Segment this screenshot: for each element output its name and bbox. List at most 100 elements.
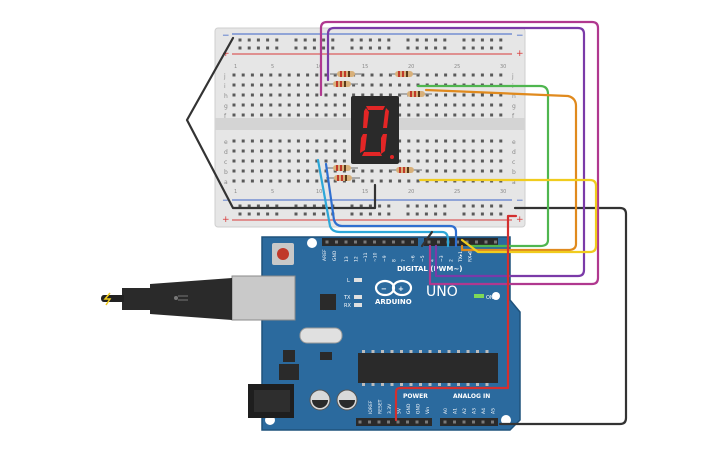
- breadboard-hole[interactable]: [425, 139, 429, 143]
- breadboard-hole[interactable]: [499, 159, 503, 163]
- header-pin[interactable]: [437, 240, 440, 244]
- breadboard-hole[interactable]: [306, 83, 310, 87]
- breadboard-hole[interactable]: [406, 204, 410, 208]
- breadboard-hole[interactable]: [443, 212, 447, 216]
- breadboard-hole[interactable]: [306, 149, 310, 153]
- breadboard-hole[interactable]: [471, 46, 475, 50]
- breadboard-hole[interactable]: [296, 169, 300, 173]
- breadboard-hole[interactable]: [306, 179, 310, 183]
- header-pin[interactable]: [406, 420, 409, 424]
- breadboard-hole[interactable]: [232, 149, 236, 153]
- breadboard-hole[interactable]: [324, 179, 328, 183]
- breadboard-hole[interactable]: [462, 103, 466, 107]
- breadboard-hole[interactable]: [444, 73, 448, 77]
- breadboard-hole[interactable]: [361, 83, 365, 87]
- breadboard-hole[interactable]: [444, 169, 448, 173]
- breadboard-hole[interactable]: [269, 103, 273, 107]
- breadboard-hole[interactable]: [260, 159, 264, 163]
- breadboard-hole[interactable]: [361, 73, 365, 77]
- resistor-top-right-1[interactable]: [390, 71, 420, 77]
- breadboard-hole[interactable]: [471, 169, 475, 173]
- breadboard-hole[interactable]: [241, 73, 245, 77]
- breadboard-hole[interactable]: [306, 113, 310, 117]
- usb-cable[interactable]: [101, 275, 296, 321]
- breadboard-hole[interactable]: [361, 169, 365, 173]
- breadboard-hole[interactable]: [287, 103, 291, 107]
- breadboard-hole[interactable]: [499, 113, 503, 117]
- breadboard-hole[interactable]: [250, 93, 254, 97]
- breadboard-hole[interactable]: [471, 113, 475, 117]
- breadboard-hole[interactable]: [388, 179, 392, 183]
- breadboard-hole[interactable]: [232, 139, 236, 143]
- breadboard-hole[interactable]: [407, 103, 411, 107]
- header-pin[interactable]: [368, 420, 371, 424]
- breadboard-hole[interactable]: [278, 149, 282, 153]
- resistors[interactable]: [326, 71, 432, 181]
- breadboard-hole[interactable]: [368, 212, 372, 216]
- breadboard-hole[interactable]: [352, 179, 356, 183]
- breadboard-hole[interactable]: [260, 179, 264, 183]
- resistor-bottom-right[interactable]: [390, 167, 422, 173]
- breadboard-hole[interactable]: [315, 139, 319, 143]
- breadboard-hole[interactable]: [238, 38, 242, 42]
- breadboard-hole[interactable]: [370, 83, 374, 87]
- breadboard-hole[interactable]: [232, 93, 236, 97]
- breadboard-hole[interactable]: [241, 139, 245, 143]
- breadboard-hole[interactable]: [499, 93, 503, 97]
- breadboard-hole[interactable]: [241, 179, 245, 183]
- breadboard-hole[interactable]: [407, 113, 411, 117]
- breadboard-hole[interactable]: [296, 113, 300, 117]
- breadboard-hole[interactable]: [333, 169, 337, 173]
- wire-black-ground[interactable]: [498, 206, 628, 426]
- breadboard-hole[interactable]: [398, 149, 402, 153]
- reset-button[interactable]: [277, 248, 289, 260]
- header-pin-holes[interactable]: [325, 240, 498, 424]
- breadboard-hole[interactable]: [287, 179, 291, 183]
- breadboard-hole[interactable]: [480, 103, 484, 107]
- breadboard-hole[interactable]: [387, 38, 391, 42]
- breadboard-hole[interactable]: [434, 93, 438, 97]
- breadboard-hole[interactable]: [241, 169, 245, 173]
- breadboard-hole[interactable]: [269, 179, 273, 183]
- breadboard-hole[interactable]: [352, 93, 356, 97]
- breadboard-hole[interactable]: [260, 73, 264, 77]
- breadboard-hole[interactable]: [342, 139, 346, 143]
- breadboard-hole[interactable]: [333, 103, 337, 107]
- breadboard-hole[interactable]: [378, 38, 382, 42]
- breadboard-hole[interactable]: [379, 93, 383, 97]
- breadboard-hole[interactable]: [444, 113, 448, 117]
- breadboard-hole[interactable]: [388, 93, 392, 97]
- breadboard-holes[interactable]: [232, 38, 503, 216]
- breadboard-hole[interactable]: [480, 73, 484, 77]
- breadboard-hole[interactable]: [370, 169, 374, 173]
- breadboard-hole[interactable]: [490, 169, 494, 173]
- breadboard-hole[interactable]: [490, 73, 494, 77]
- breadboard-hole[interactable]: [471, 159, 475, 163]
- wire-yellow[interactable]: [418, 178, 598, 254]
- breadboard-hole[interactable]: [324, 113, 328, 117]
- resistor-bottom-left-2[interactable]: [326, 175, 360, 181]
- breadboard-hole[interactable]: [471, 212, 475, 216]
- header-pin[interactable]: [363, 240, 367, 244]
- breadboard-hole[interactable]: [266, 46, 270, 50]
- breadboard-hole[interactable]: [388, 73, 392, 77]
- breadboard-hole[interactable]: [398, 159, 402, 163]
- breadboard-hole[interactable]: [278, 179, 282, 183]
- header-pin[interactable]: [427, 240, 431, 244]
- breadboard-hole[interactable]: [453, 149, 457, 153]
- breadboard-hole[interactable]: [247, 46, 251, 50]
- breadboard-hole[interactable]: [278, 159, 282, 163]
- breadboard-hole[interactable]: [462, 139, 466, 143]
- breadboard-hole[interactable]: [424, 38, 428, 42]
- breadboard-hole[interactable]: [312, 212, 316, 216]
- breadboard-hole[interactable]: [444, 149, 448, 153]
- breadboard-hole[interactable]: [378, 46, 382, 50]
- power-header[interactable]: [356, 418, 432, 426]
- breadboard-hole[interactable]: [296, 159, 300, 163]
- breadboard-hole[interactable]: [425, 103, 429, 107]
- breadboard-hole[interactable]: [287, 169, 291, 173]
- breadboard-hole[interactable]: [471, 139, 475, 143]
- breadboard-hole[interactable]: [232, 159, 236, 163]
- breadboard-hole[interactable]: [296, 149, 300, 153]
- breadboard-hole[interactable]: [370, 179, 374, 183]
